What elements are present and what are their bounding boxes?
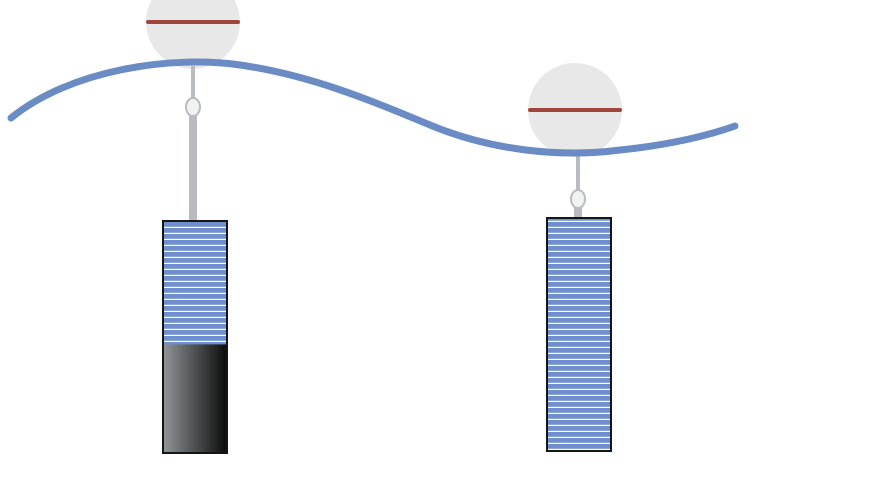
rod-right-lower	[574, 207, 582, 220]
buoy-band-right	[528, 108, 622, 112]
rod-joint-right	[570, 189, 586, 209]
rod-left-upper	[191, 66, 195, 102]
buoy-left	[146, 0, 240, 69]
weight-frame-right	[546, 217, 612, 452]
weight-body-left	[162, 220, 228, 454]
water-wave	[7, 58, 739, 157]
weight-frame-left	[162, 220, 228, 454]
weight-shade-left	[164, 344, 226, 453]
rod-right-upper	[576, 156, 580, 190]
buoy-band-left	[146, 20, 240, 24]
weight-body-right	[546, 217, 612, 452]
rod-left-lower	[189, 115, 197, 223]
float-left	[146, 0, 240, 454]
weight-stripes-right	[548, 219, 610, 451]
float-right	[528, 63, 622, 452]
rod-joint-left	[185, 97, 201, 117]
